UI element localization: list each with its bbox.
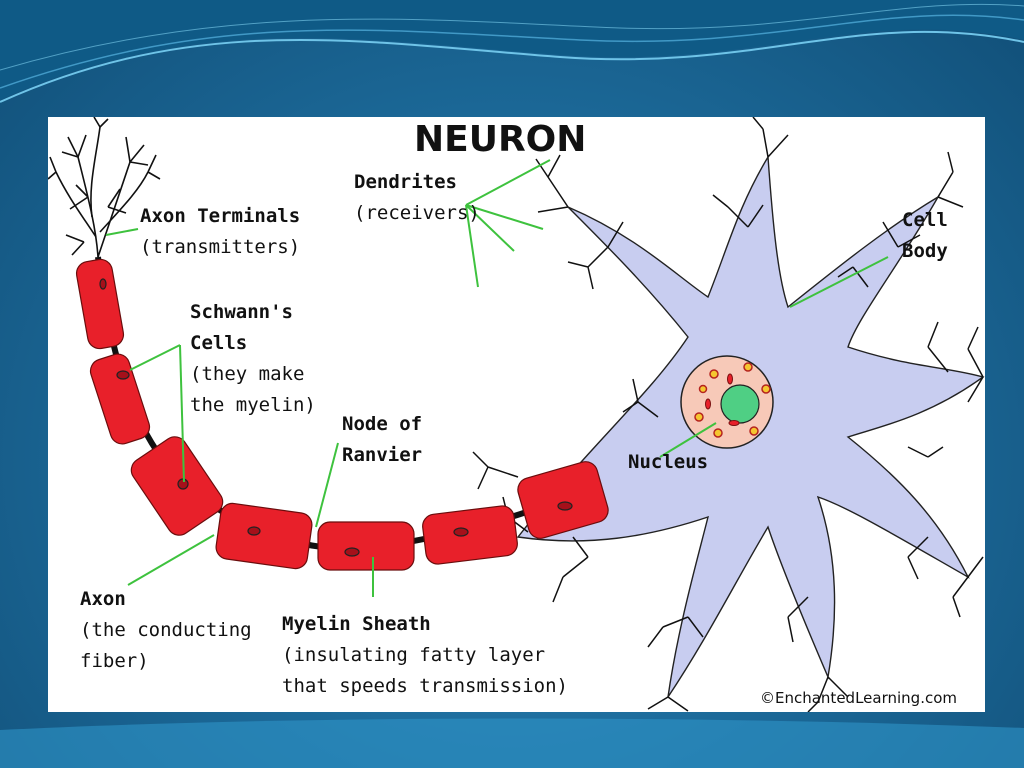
schwann-cells-label-line1: Schwann's: [190, 301, 293, 323]
myelin-segment: [517, 461, 609, 539]
nucleus-pointer: [659, 422, 717, 458]
cell-body-pointer: [789, 256, 889, 308]
node-of-ranvier-label-line1: Node of: [342, 413, 423, 435]
myelin-segment: [89, 353, 151, 445]
diagram-drawing: [48, 117, 985, 712]
top-wave-band: [0, 0, 1024, 100]
schwann-cells-note-line1: (they make: [190, 363, 305, 385]
axon-terminals-branches: [48, 117, 161, 258]
label-pointer-lines: [105, 159, 889, 597]
dendrites-pointer-1: [465, 159, 551, 206]
dendrites-label: Dendrites: [354, 171, 457, 193]
node-pointer: [315, 442, 339, 528]
myelin-segment: [75, 258, 125, 350]
dendrites-note: (receivers): [354, 202, 480, 224]
axon-note-line1: (the conducting: [80, 619, 252, 641]
myelin-segment: [215, 502, 313, 570]
myelin-segment: [130, 436, 224, 536]
myelin-segment: [317, 521, 415, 571]
myelin-sheath-label: Myelin Sheath: [282, 613, 431, 635]
axon-terminals-pointer: [105, 228, 139, 236]
myelin-sheath-note-line1: (insulating fatty layer: [282, 644, 546, 666]
diagram-title: NEURON: [414, 119, 587, 160]
node-of-ranvier-label-line2: Ranvier: [342, 444, 423, 466]
myelin-sheath-segments: [75, 258, 609, 571]
bottom-glow: [0, 718, 1024, 768]
nucleus-label: Nucleus: [628, 451, 709, 473]
dendrites-pointer-3: [465, 204, 515, 252]
axon-label: Axon: [80, 588, 126, 610]
schwann-cell-nuclei: [99, 278, 573, 557]
cell-body-label-line2: Body: [902, 240, 948, 262]
schwann-cells-label-line2: Cells: [190, 332, 248, 354]
myelin-segment: [422, 505, 518, 565]
neuron-diagram: NEURON Dendrites (receivers) Axon Termin…: [48, 117, 985, 712]
nucleus: [680, 355, 774, 449]
cell-body-label-line1: Cell: [902, 209, 948, 231]
axon-pointer: [127, 534, 215, 586]
copyright-text: ©EnchantedLearning.com: [760, 689, 957, 707]
axon-terminals-label: Axon Terminals: [140, 205, 301, 227]
dendrite-branches: [472, 117, 984, 712]
wave-line-3: [0, 3, 1024, 71]
schwann-pointer-2: [179, 344, 185, 483]
schwann-cells-note-line2: the myelin): [190, 394, 316, 416]
dendrites-pointer-2: [465, 204, 544, 230]
schwann-pointer-1: [129, 344, 181, 371]
wave-line-1: [0, 30, 1024, 103]
dendrites-pointer-4: [465, 204, 479, 288]
axon-note-line2: fiber): [80, 650, 149, 672]
myelin-sheath-note-line2: that speeds transmission): [282, 675, 568, 697]
axon-terminals-note: (transmitters): [140, 236, 301, 258]
wave-line-2: [0, 14, 1024, 89]
